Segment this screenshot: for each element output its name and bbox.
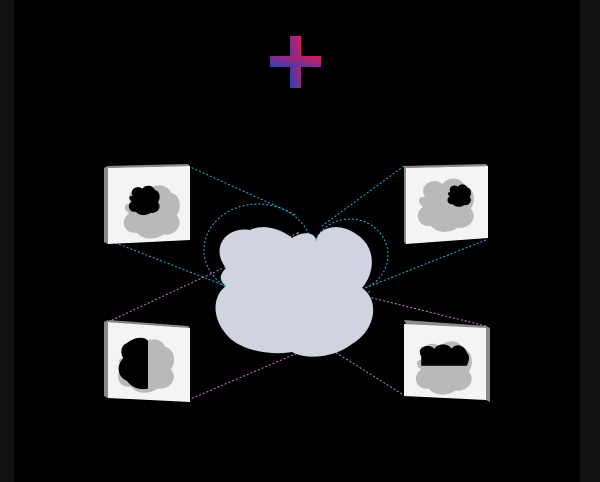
projection-tile-bottom-right [404,320,490,402]
projection-tile-top-right [404,164,488,244]
plus-cross-icon [270,36,321,88]
central-3d-shape [215,227,374,357]
left-edge-strip [0,0,14,482]
projection-tile-top-left [104,164,190,244]
right-edge-strip [580,0,600,482]
projection-tile-bottom-left [104,320,190,402]
